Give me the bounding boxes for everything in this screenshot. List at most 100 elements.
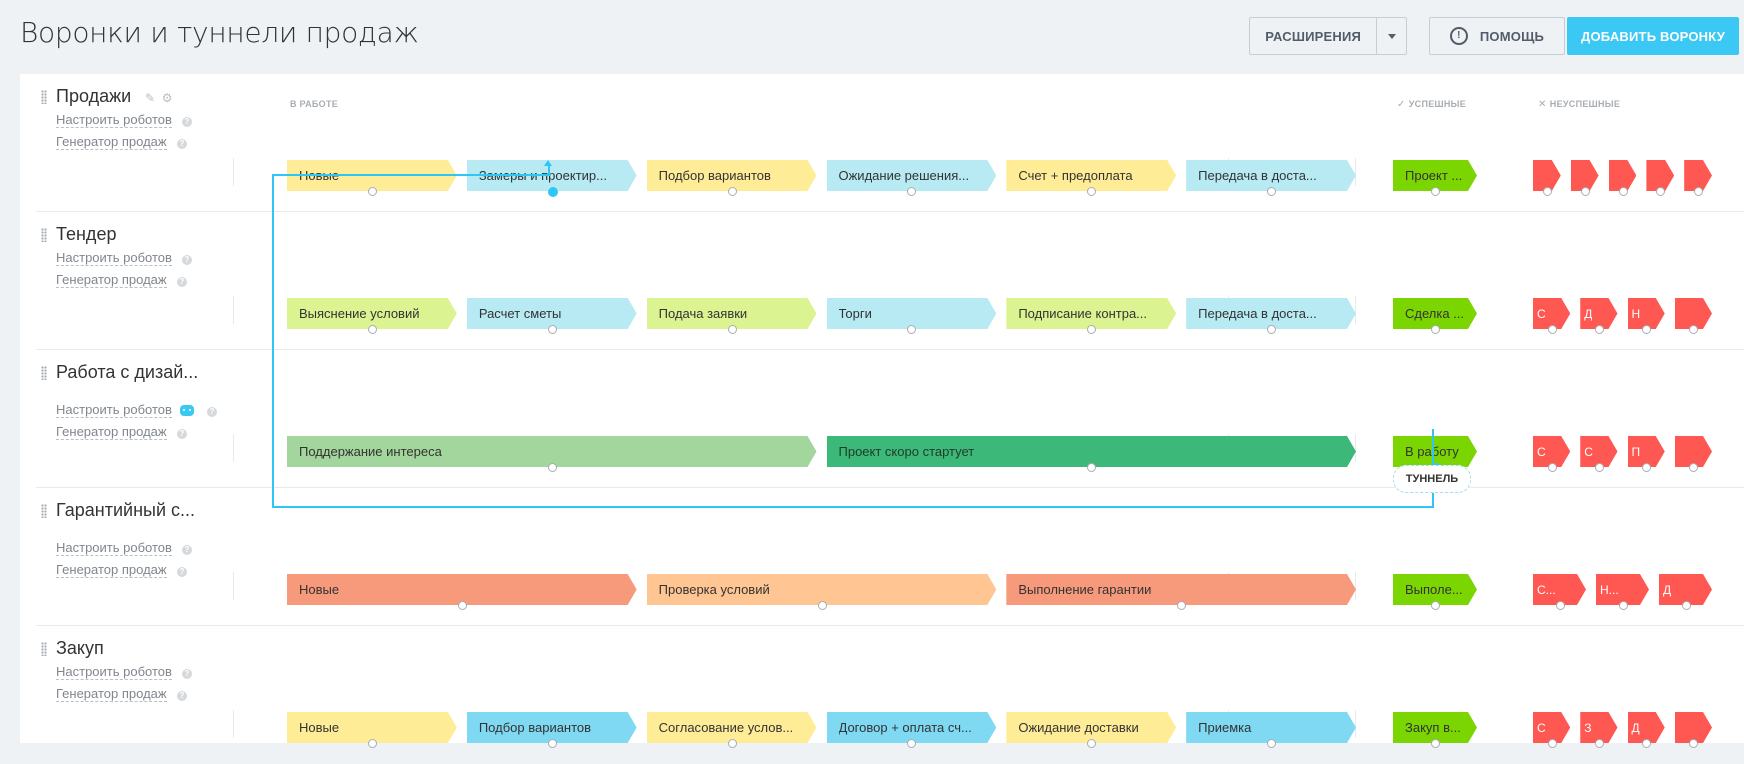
gear-icon[interactable]: ⚙ [161, 91, 173, 105]
fail-stage-3[interactable]: Н [1628, 298, 1665, 329]
stage-connector[interactable] [1431, 325, 1440, 334]
stage-connector[interactable] [727, 187, 737, 196]
fail-stage-1[interactable]: С [1533, 436, 1570, 467]
stage-connector[interactable] [1431, 187, 1440, 196]
funnel-name[interactable]: Тендер [56, 224, 117, 244]
fail-stage-1[interactable]: С [1533, 298, 1570, 329]
stage-1[interactable]: Новые [287, 712, 457, 743]
robots-link[interactable]: Настроить роботов [56, 664, 172, 680]
drag-handle-icon[interactable] [41, 228, 47, 242]
help-icon[interactable]: ? [177, 691, 187, 701]
stage-connector[interactable] [1642, 325, 1652, 334]
stage-3[interactable]: Выполнение гарантии [1006, 574, 1356, 605]
stage-6[interactable]: Передача в доста... [1186, 298, 1356, 329]
robots-link[interactable]: Настроить роботов [56, 250, 172, 266]
fail-stage-2[interactable]: Н... [1596, 574, 1649, 605]
stage-connector[interactable] [727, 325, 737, 334]
stage-connector[interactable] [907, 739, 917, 748]
success-stage[interactable]: Проект ... [1393, 160, 1477, 191]
stage-connector[interactable] [1267, 187, 1277, 196]
stage-connector[interactable] [1689, 463, 1699, 472]
stage-connector[interactable] [727, 739, 737, 748]
stage-connector[interactable] [547, 463, 557, 472]
stage-connector[interactable] [1547, 325, 1557, 334]
stage-connector[interactable] [1267, 325, 1277, 334]
fail-stage-4[interactable] [1675, 298, 1712, 329]
generator-link[interactable]: Генератор продаж [56, 424, 167, 440]
stage-connector[interactable] [1656, 187, 1666, 196]
help-icon[interactable]: ? [182, 545, 192, 555]
stage-5[interactable]: Счет + предоплата [1006, 160, 1176, 191]
stage-connector[interactable] [1594, 739, 1604, 748]
funnel-name[interactable]: Закуп [56, 638, 104, 658]
stage-6[interactable]: Передача в доста... [1186, 160, 1356, 191]
stage-2[interactable]: Проект скоро стартует [827, 436, 1357, 467]
fail-stage-1[interactable]: С [1533, 712, 1570, 743]
generator-link[interactable]: Генератор продаж [56, 272, 167, 288]
stage-connector[interactable] [457, 601, 467, 610]
stage-1[interactable]: Поддержание интереса [287, 436, 817, 467]
fail-stage-3[interactable]: Д [1659, 574, 1712, 605]
stage-connector[interactable] [1087, 739, 1097, 748]
help-icon[interactable]: ? [182, 255, 192, 265]
stage-2[interactable]: Расчет сметы [467, 298, 637, 329]
add-funnel-button[interactable]: ДОБАВИТЬ ВОРОНКУ [1567, 17, 1739, 55]
fail-stage-2[interactable]: З [1580, 712, 1617, 743]
stage-connector[interactable] [907, 187, 917, 196]
help-icon[interactable]: ? [182, 669, 192, 679]
stage-connector[interactable] [367, 739, 377, 748]
fail-stage-3[interactable]: Д [1628, 712, 1665, 743]
stage-connector[interactable] [547, 739, 557, 748]
stage-connector[interactable] [1087, 463, 1097, 472]
fail-stage-3[interactable]: П [1628, 436, 1665, 467]
stage-connector[interactable] [1431, 601, 1440, 610]
funnel-name[interactable]: Продажи [56, 86, 132, 106]
stage-6[interactable]: Приемка [1186, 712, 1356, 743]
fail-stage-4[interactable] [1675, 712, 1712, 743]
extensions-dropdown-toggle[interactable] [1376, 18, 1406, 54]
fail-stage-1[interactable]: С... [1533, 574, 1586, 605]
tunnel-label[interactable]: ТУННЕЛЬ [1393, 465, 1471, 493]
robots-link[interactable]: Настроить роботов [56, 540, 172, 556]
generator-link[interactable]: Генератор продаж [56, 562, 167, 578]
stage-5[interactable]: Ожидание доставки [1006, 712, 1176, 743]
stage-4[interactable]: Ожидание решения... [827, 160, 997, 191]
robots-link[interactable]: Настроить роботов [56, 402, 172, 418]
help-icon[interactable]: ? [207, 407, 217, 417]
stage-4[interactable]: Договор + оплата сч... [827, 712, 997, 743]
stage-connector[interactable] [1542, 187, 1552, 196]
generator-link[interactable]: Генератор продаж [56, 686, 167, 702]
stage-connector[interactable] [817, 601, 827, 610]
success-stage[interactable]: Закуп в... [1393, 712, 1477, 743]
help-icon[interactable]: ? [177, 277, 187, 287]
success-stage[interactable]: Сделка ... [1393, 298, 1477, 329]
stage-3[interactable]: Подбор вариантов [647, 160, 817, 191]
stage-3[interactable]: Согласование услов... [647, 712, 817, 743]
stage-connector[interactable] [1431, 739, 1440, 748]
drag-handle-icon[interactable] [41, 642, 47, 656]
stage-connector[interactable] [1547, 739, 1557, 748]
stage-5[interactable]: Подписание контра... [1006, 298, 1176, 329]
fail-stage-4[interactable] [1675, 436, 1712, 467]
stage-connector[interactable] [1642, 463, 1652, 472]
help-button[interactable]: ! ПОМОЩЬ [1429, 17, 1565, 55]
drag-handle-icon[interactable] [41, 90, 47, 104]
stage-1[interactable]: Новые [287, 574, 637, 605]
stage-connector[interactable] [1555, 601, 1565, 610]
success-stage[interactable]: Выполе... [1393, 574, 1477, 605]
help-icon[interactable]: ? [177, 567, 187, 577]
stage-connector[interactable] [1087, 187, 1097, 196]
stage-connector[interactable] [547, 187, 558, 197]
stage-connector[interactable] [1580, 187, 1590, 196]
stage-connector[interactable] [1594, 325, 1604, 334]
stage-connector[interactable] [367, 325, 377, 334]
stage-1[interactable]: Выяснение условий [287, 298, 457, 329]
stage-connector[interactable] [1642, 739, 1652, 748]
robots-link[interactable]: Настроить роботов [56, 112, 172, 128]
stage-connector[interactable] [547, 325, 557, 334]
stage-connector[interactable] [1689, 325, 1699, 334]
stage-connector[interactable] [1267, 739, 1277, 748]
stage-connector[interactable] [1594, 463, 1604, 472]
drag-handle-icon[interactable] [41, 366, 47, 380]
fail-stage-2[interactable]: Д [1580, 298, 1617, 329]
